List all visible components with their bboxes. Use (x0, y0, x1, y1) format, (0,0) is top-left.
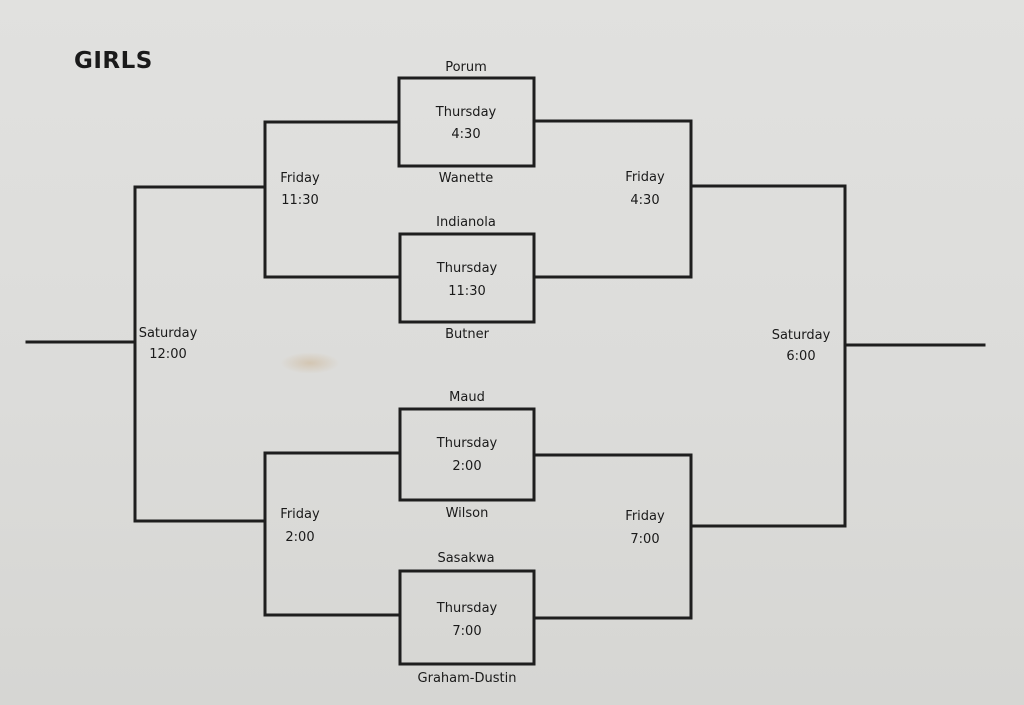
game-2-day: Thursday (436, 261, 498, 276)
game-3-day: Thursday (436, 436, 498, 451)
team-label-sasakwa: Sasakwa (437, 551, 495, 566)
game-4-time: 7:00 (452, 624, 482, 639)
friday-left-top-day: Friday (280, 171, 320, 186)
bracket-left-top (263, 120, 402, 279)
game-2-time: 11:30 (448, 284, 486, 299)
page-title: GIRLS (74, 48, 153, 74)
team-label-wilson: Wilson (445, 506, 489, 521)
friday-left-top-time: 11:30 (281, 193, 319, 208)
bracket-right-final (689, 184, 847, 528)
team-label-porum: Porum (445, 60, 487, 75)
game-3-time: 2:00 (452, 459, 482, 474)
paper-smudge (280, 352, 340, 374)
game-1-day: Thursday (435, 105, 497, 120)
saturday-right-time: 6:00 (786, 349, 816, 364)
friday-left-bottom-day: Friday (280, 507, 320, 522)
team-label-wanette: Wanette (438, 171, 494, 186)
friday-right-bottom-day: Friday (625, 509, 665, 524)
game-1-time: 4:30 (451, 127, 481, 142)
team-label-graham-dustin: Graham-Dustin (417, 671, 517, 686)
friday-right-top-time: 4:30 (630, 193, 660, 208)
friday-right-bottom-time: 7:00 (630, 532, 660, 547)
friday-right-top-day: Friday (625, 170, 665, 185)
friday-left-bottom-time: 2:00 (285, 530, 315, 545)
saturday-right-day: Saturday (771, 328, 831, 343)
team-label-indianola: Indianola (436, 215, 496, 230)
game-4-day: Thursday (436, 601, 498, 616)
bracket-left-final (133, 185, 267, 523)
bracket-right-top (532, 119, 693, 279)
bracket-right-bottom (532, 453, 693, 620)
team-label-butner: Butner (445, 327, 489, 342)
saturday-left-day: Saturday (138, 326, 198, 341)
bracket-left-bottom (263, 451, 402, 617)
team-label-maud: Maud (449, 390, 485, 405)
saturday-left-time: 12:00 (149, 347, 187, 362)
